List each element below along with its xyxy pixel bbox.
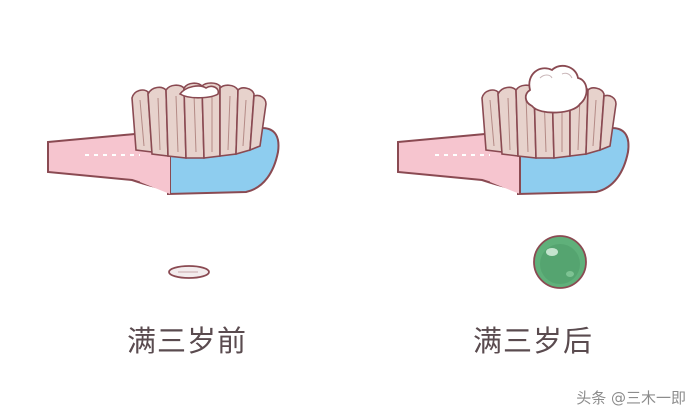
caption-before-three: 满三岁前 bbox=[126, 324, 247, 358]
toothpaste-amount-rice-grain bbox=[168, 265, 210, 279]
toothpaste-amount-pea-size bbox=[533, 235, 587, 289]
toothpaste-smear-small bbox=[178, 85, 220, 99]
panel-after-three: 满三岁后 bbox=[350, 0, 700, 420]
panel-before-three: 满三岁前 bbox=[47, 82, 280, 358]
toothpaste-blob-large bbox=[524, 64, 588, 114]
caption-after-three: 满三岁后 bbox=[472, 324, 593, 358]
watermark-text: 头条 @三木一即 bbox=[576, 389, 686, 407]
toothbrush-before-illustration bbox=[47, 82, 280, 196]
toothbrush-after-illustration bbox=[397, 64, 630, 196]
